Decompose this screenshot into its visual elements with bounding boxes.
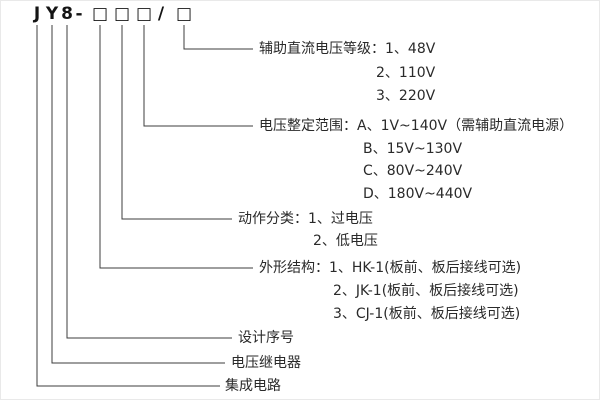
label-aux-dc-voltage-sub-1: 2、110V [376,65,436,81]
label-voltage-range-main: 电压整定范围：A、1V~140V（需辅助直流电源） [259,118,574,134]
model-box-3: □ [135,4,153,24]
model-box-1: □ [91,4,109,24]
model-box-4: □ [175,4,193,24]
connector-line-voltage-relay [51,25,225,364]
label-voltage-range-sub-3: D、180V~440V [363,186,473,202]
model-char-j: J [33,4,41,24]
label-voltage-range-sub-1: B、15V~130V [363,141,463,157]
label-shape-structure-sub-2: 3、CJ-1(板前、板后接线可选) [333,306,521,322]
label-shape-structure-sub-1: 2、JK-1(板前、板后接线可选) [333,283,519,299]
label-action-class-main: 动作分类：1、过电压 [238,211,373,227]
label-integrated-circuit: 集成电路 [225,378,281,394]
label-aux-dc-voltage-main: 辅助直流电压等级：1、48V [259,41,436,57]
connector-line-aux-dc-voltage [183,25,253,50]
connector-line-shape-structure [99,25,253,269]
model-char-y: Y [45,4,59,24]
label-voltage-range-sub-2: C、80V~240V [363,163,463,179]
model-char-hyphen: - [75,4,83,24]
connector-line-voltage-range [143,25,253,127]
label-shape-structure-main: 外形结构：1、HK-1(板前、板后接线可选) [259,260,522,276]
label-aux-dc-voltage-sub-2: 3、220V [376,88,436,104]
label-voltage-relay: 电压继电器 [231,355,301,371]
model-char-8: 8 [61,4,73,24]
connector-line-design-serial [66,25,232,339]
model-char-slash: / [157,4,165,24]
model-box-2: □ [113,4,131,24]
connector-line-action-class [121,25,232,220]
label-design-serial: 设计序号 [238,330,294,346]
connector-line-integrated-circuit [36,25,220,387]
label-action-class-sub-1: 2、低电压 [313,233,378,249]
